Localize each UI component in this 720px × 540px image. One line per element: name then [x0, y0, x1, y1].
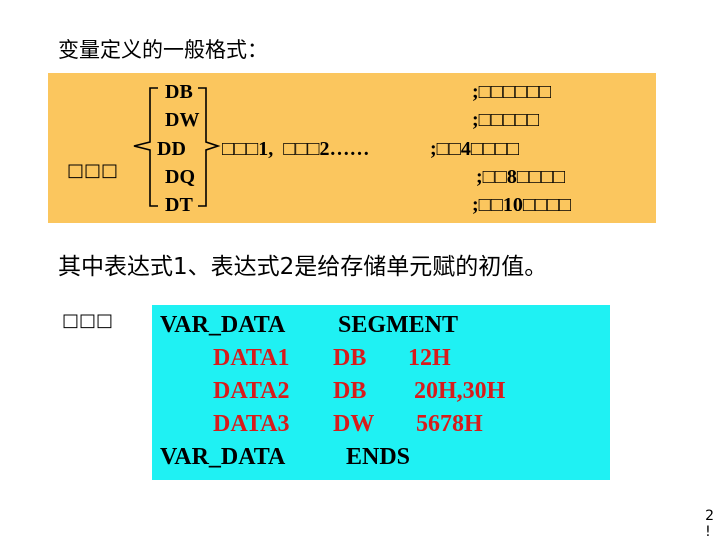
- directive-dw: DW: [165, 109, 200, 131]
- code-line-1-op: SEGMENT: [338, 312, 459, 338]
- comment-dd: ;□□4□□□□: [430, 138, 520, 160]
- code-line-2-op: DB: [333, 345, 367, 371]
- code-line-5-op: ENDS: [346, 444, 411, 470]
- code-line-4-name: DATA3: [213, 411, 290, 437]
- code-line-2-operand: 12H: [408, 345, 451, 371]
- code-line-3-name: DATA2: [213, 378, 290, 404]
- directive-dq: DQ: [165, 166, 195, 188]
- slide-title: 变量定义的一般格式：: [58, 38, 268, 62]
- left-brace-icon: [133, 87, 158, 207]
- code-line-4-op: DW: [333, 411, 375, 437]
- variable-name-placeholder: □□□: [67, 160, 119, 181]
- directive-dt: DT: [165, 194, 193, 216]
- expression-list: □□□1, □□□2……: [222, 138, 370, 160]
- page-number: 2 !: [705, 508, 714, 540]
- comment-dt: ;□□10□□□□: [472, 194, 572, 216]
- code-line-3-op: DB: [333, 378, 367, 404]
- code-line-2-name: DATA1: [213, 345, 290, 371]
- code-line-4-operand: 5678H: [416, 411, 483, 437]
- code-example-box: [152, 305, 610, 480]
- comment-dq: ;□□8□□□□: [476, 166, 566, 188]
- right-brace-icon: [198, 87, 221, 207]
- directive-db: DB: [165, 81, 193, 103]
- comment-dw: ;□□□□□: [472, 109, 540, 131]
- comment-db: ;□□□□□□: [472, 81, 552, 103]
- description-text: 其中表达式1、表达式2是给存储单元赋的初值。: [58, 254, 548, 280]
- code-line-3-operand: 20H,30H: [414, 378, 506, 404]
- code-line-5-name: VAR_DATA: [160, 444, 286, 470]
- code-line-1-name: VAR_DATA: [160, 312, 286, 338]
- directive-dd: DD: [157, 138, 186, 160]
- example-label: □□□: [62, 310, 114, 331]
